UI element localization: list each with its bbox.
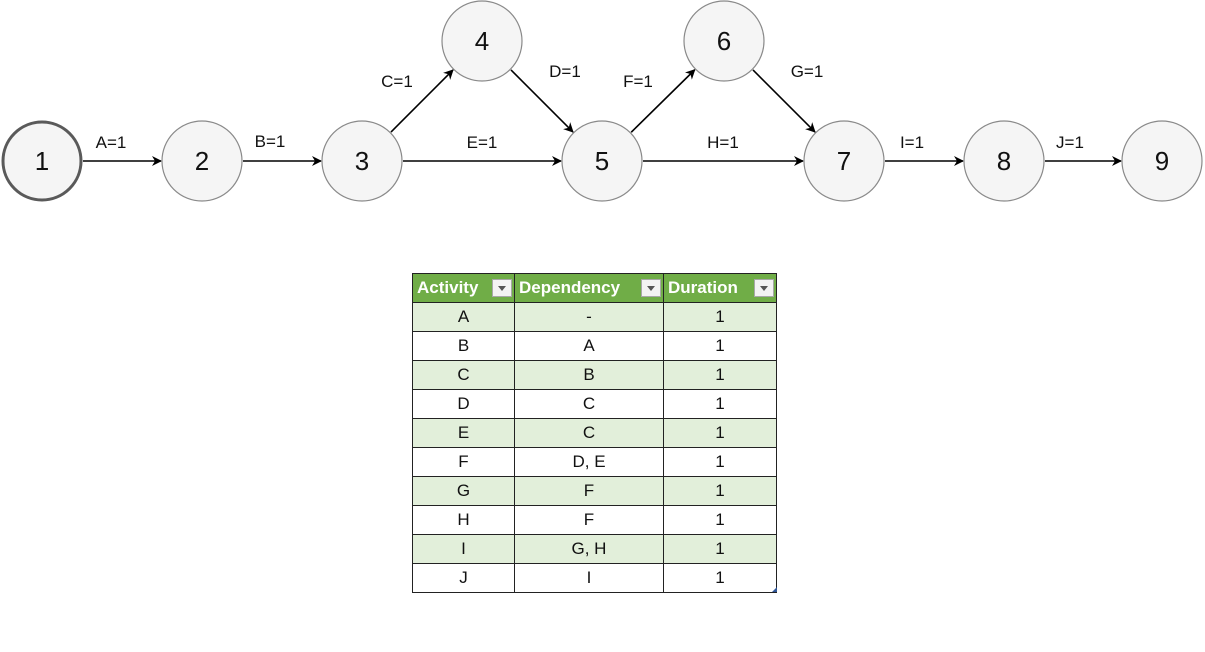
node-circle — [561, 120, 643, 202]
node-8: 8 — [963, 120, 1045, 202]
node-circle — [803, 120, 885, 202]
table-row: F D, E 1 — [412, 447, 777, 477]
edge-label: C=1 — [381, 72, 413, 91]
edge-label: B=1 — [255, 132, 286, 151]
cell-dependency[interactable]: C — [514, 389, 664, 419]
node-label: 1 — [35, 146, 49, 176]
table-row: I G, H 1 — [412, 534, 777, 564]
edge-label: A=1 — [96, 133, 127, 152]
cell-duration[interactable]: 1 — [663, 389, 777, 419]
cell-duration[interactable]: 1 — [663, 476, 777, 506]
table-row: A - 1 — [412, 302, 777, 332]
filter-dropdown-icon[interactable] — [754, 279, 774, 297]
edge-label: D=1 — [549, 62, 581, 81]
cell-duration[interactable]: 1 — [663, 505, 777, 535]
table-row: H F 1 — [412, 505, 777, 535]
cell-activity[interactable]: F — [412, 447, 515, 477]
edge-arrow — [390, 69, 454, 133]
cell-duration[interactable]: 1 — [663, 302, 777, 332]
cell-activity[interactable]: E — [412, 418, 515, 448]
table-resize-handle-icon[interactable] — [772, 587, 777, 592]
filter-dropdown-icon[interactable] — [492, 279, 512, 297]
node-circle — [1, 120, 83, 202]
node-label: 7 — [837, 146, 851, 176]
node-7: 7 — [803, 120, 885, 202]
node-4: 4 — [441, 0, 523, 82]
cell-duration[interactable]: 1 — [663, 360, 777, 390]
node-label: 9 — [1155, 146, 1169, 176]
cell-dependency[interactable]: B — [514, 360, 664, 390]
node-1: 1 — [1, 120, 83, 202]
node-label: 8 — [997, 146, 1011, 176]
header-activity: Activity — [412, 273, 515, 303]
cell-dependency[interactable]: C — [514, 418, 664, 448]
table-row: D C 1 — [412, 389, 777, 419]
node-circle — [683, 0, 765, 82]
network-diagram: A=1 B=1 C=1 D=1E=1 F=1 G=1H=1 I=1 J=1 1 2 3 4 5 6 7 8 9 — [1, 0, 1203, 202]
node-5: 5 — [561, 120, 643, 202]
edge-label: H=1 — [707, 133, 739, 152]
table-row: E C 1 — [412, 418, 777, 448]
cell-dependency[interactable]: A — [514, 331, 664, 361]
table-row: C B 1 — [412, 360, 777, 390]
edge-label: F=1 — [623, 72, 653, 91]
edge-arrow — [630, 69, 696, 133]
edge-arrow — [510, 69, 574, 133]
edge-label: G=1 — [791, 62, 824, 81]
node-circle — [441, 0, 523, 82]
edge-label: J=1 — [1056, 133, 1084, 152]
cell-dependency[interactable]: I — [514, 563, 664, 593]
cell-dependency[interactable]: D, E — [514, 447, 664, 477]
node-circle — [1121, 120, 1203, 202]
node-circle — [321, 120, 403, 202]
cell-duration[interactable]: 1 — [663, 331, 777, 361]
cell-duration[interactable]: 1 — [663, 534, 777, 564]
header-duration: Duration — [663, 273, 777, 303]
header-dependency: Dependency — [514, 273, 664, 303]
filter-dropdown-icon[interactable] — [641, 279, 661, 297]
header-label: Dependency — [519, 278, 621, 297]
node-label: 5 — [595, 146, 609, 176]
table-row: B A 1 — [412, 331, 777, 361]
node-label: 2 — [195, 146, 209, 176]
table-row: J I 1 — [412, 563, 777, 593]
activity-table: Activity Dependency Duration A - 1 B A 1… — [412, 273, 777, 593]
node-circle — [963, 120, 1045, 202]
node-label: 3 — [355, 146, 369, 176]
cell-dependency[interactable]: - — [514, 302, 664, 332]
cell-activity[interactable]: J — [412, 563, 515, 593]
edge-label: I=1 — [900, 133, 924, 152]
table-header-row: Activity Dependency Duration — [412, 273, 777, 303]
node-6: 6 — [683, 0, 765, 82]
cell-activity[interactable]: H — [412, 505, 515, 535]
node-label: 6 — [717, 26, 731, 56]
node-9: 9 — [1121, 120, 1203, 202]
cell-dependency[interactable]: F — [514, 476, 664, 506]
header-label: Activity — [417, 278, 479, 297]
cell-activity[interactable]: A — [412, 302, 515, 332]
node-label: 4 — [475, 26, 489, 56]
cell-duration[interactable]: 1 — [663, 447, 777, 477]
cell-activity[interactable]: C — [412, 360, 515, 390]
node-2: 2 — [161, 120, 243, 202]
node-3: 3 — [321, 120, 403, 202]
cell-dependency[interactable]: F — [514, 505, 664, 535]
edge-arrow — [752, 69, 816, 133]
header-label: Duration — [668, 278, 738, 297]
cell-dependency[interactable]: G, H — [514, 534, 664, 564]
cell-activity[interactable]: B — [412, 331, 515, 361]
cell-activity[interactable]: I — [412, 534, 515, 564]
table-row: G F 1 — [412, 476, 777, 506]
cell-activity[interactable]: G — [412, 476, 515, 506]
cell-duration[interactable]: 1 — [663, 563, 777, 593]
cell-activity[interactable]: D — [412, 389, 515, 419]
node-circle — [161, 120, 243, 202]
edge-label: E=1 — [467, 133, 498, 152]
cell-duration[interactable]: 1 — [663, 418, 777, 448]
